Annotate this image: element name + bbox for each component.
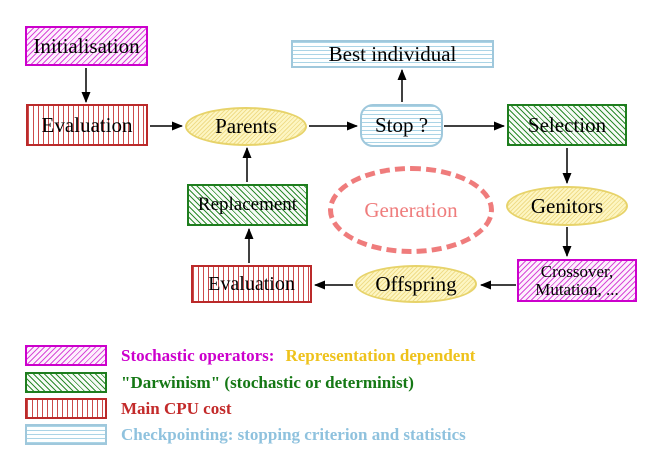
crossover-line2: Mutation, ... <box>535 279 619 299</box>
legend-swatch-checkpointing <box>25 424 107 445</box>
generation-loop-ellipse: Generation <box>328 166 494 254</box>
crossover-line1: Crossover, <box>540 261 614 281</box>
legend-text-representation-dependent: Representation dependent <box>285 345 476 365</box>
node-replacement: Replacement <box>187 184 308 226</box>
node-parents: Parents <box>185 107 307 146</box>
legend-text-checkpointing: Checkpointing: stopping criterion and st… <box>121 424 466 444</box>
node-stop-test: Stop ? <box>360 104 443 147</box>
legend-text-stochastic-operators: Stochastic operators: <box>121 345 275 365</box>
legend-label-stochastic: Stochastic operators: Representation dep… <box>121 345 475 366</box>
node-evaluation-top: Evaluation <box>26 104 148 146</box>
legend-swatch-darwinism <box>25 372 107 393</box>
node-crossover-mutation: Crossover, Mutation, ... <box>517 259 637 302</box>
legend-text-darwinism: "Darwinism" (stochastic or determinist) <box>121 372 414 392</box>
legend-swatch-cpu-cost <box>25 398 107 419</box>
legend-label-checkpointing: Checkpointing: stopping criterion and st… <box>121 424 466 445</box>
node-selection: Selection <box>507 104 627 146</box>
legend-text-cpu-cost: Main CPU cost <box>121 398 232 418</box>
node-initialisation: Initialisation <box>25 26 148 66</box>
legend-swatch-stochastic <box>25 345 107 366</box>
legend-label-cpu-cost: Main CPU cost <box>121 398 231 419</box>
node-genitors: Genitors <box>506 186 628 226</box>
node-best-individual: Best individual <box>291 40 494 68</box>
legend-label-darwinism: "Darwinism" (stochastic or determinist) <box>121 372 414 393</box>
node-evaluation-bottom: Evaluation <box>191 265 312 303</box>
node-offspring: Offspring <box>355 265 477 303</box>
